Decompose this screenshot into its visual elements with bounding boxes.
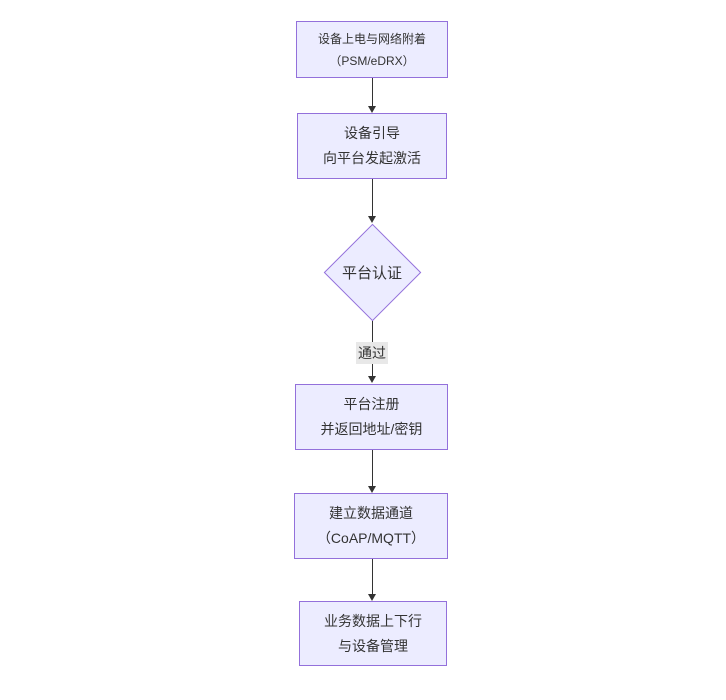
arrowhead-icon (368, 594, 376, 601)
node-power-attach: 设备上电与网络附着 （PSM/eDRX） (296, 21, 448, 78)
node-label-line: 设备上电与网络附着 (317, 31, 426, 46)
node-label-line: （CoAP/MQTT） (316, 530, 426, 546)
arrowhead-icon (368, 376, 376, 383)
node-label-line: 并返回地址/密钥 (320, 421, 423, 437)
edge-line-power-to-bootstrap (371, 78, 373, 107)
node-label-line: （PSM/eDRX） (329, 53, 415, 68)
node-label-line: 建立数据通道 (329, 505, 413, 521)
node-register: 平台注册 并返回地址/密钥 (295, 384, 448, 450)
node-label-line: 业务数据上下行 (324, 612, 422, 629)
node-label-line: 与设备管理 (338, 637, 408, 654)
node-channel: 建立数据通道 （CoAP/MQTT） (294, 493, 448, 559)
node-auth-diamond: 平台认证 (323, 223, 421, 321)
node-label-line: 设备引导 (344, 125, 400, 141)
edge-line-register-to-channel (371, 450, 373, 487)
node-label-line: 平台注册 (343, 396, 400, 412)
arrowhead-icon (368, 216, 376, 223)
arrowhead-icon (368, 486, 376, 493)
arrowhead-icon (368, 106, 376, 113)
node-bootstrap: 设备引导 向平台发起激活 (297, 113, 447, 179)
node-label-line: 向平台发起激活 (323, 150, 421, 166)
edge-line-bootstrap-to-auth (371, 179, 373, 217)
edge-line-channel-to-business (371, 559, 373, 595)
node-business: 业务数据上下行 与设备管理 (299, 601, 447, 666)
node-label-line: 平台认证 (341, 264, 402, 282)
edge-label-pass: 通过 (356, 342, 388, 364)
